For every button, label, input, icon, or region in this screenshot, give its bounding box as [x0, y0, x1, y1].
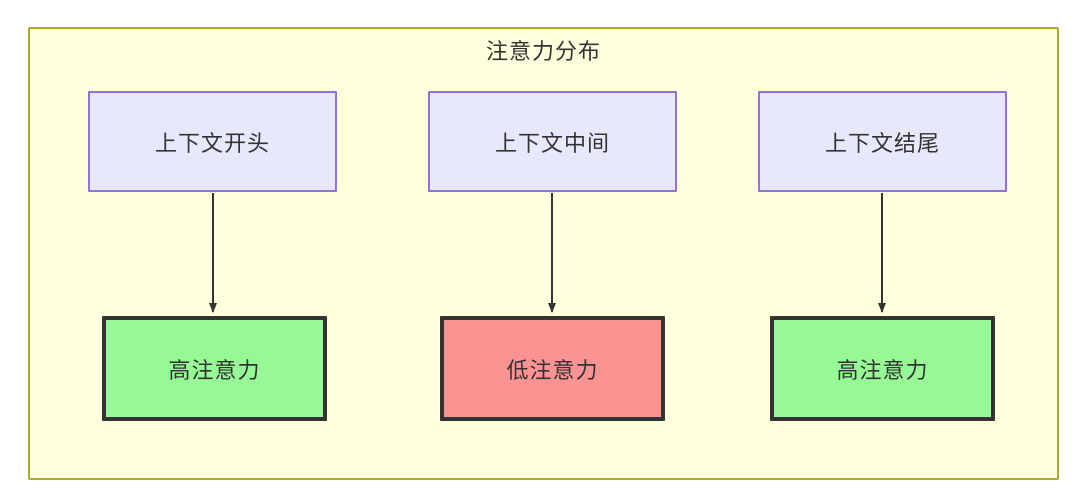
node-attention-high-start[interactable]: 高注意力 — [102, 316, 327, 421]
node-attention-high-end-label: 高注意力 — [836, 357, 929, 383]
subgraph-title: 注意力分布 — [485, 39, 601, 64]
node-attention-high-end[interactable]: 高注意力 — [770, 316, 995, 421]
node-context-start[interactable]: 上下文开头 — [88, 91, 337, 192]
node-context-end[interactable]: 上下文结尾 — [758, 91, 1007, 192]
node-context-middle-label: 上下文中间 — [494, 130, 610, 156]
node-attention-low-middle[interactable]: 低注意力 — [440, 316, 665, 421]
node-context-start-label: 上下文开头 — [154, 130, 270, 156]
node-attention-low-middle-label: 低注意力 — [506, 357, 599, 383]
node-context-middle[interactable]: 上下文中间 — [428, 91, 677, 192]
node-context-end-label: 上下文结尾 — [824, 130, 940, 156]
node-attention-high-start-label: 高注意力 — [168, 357, 261, 383]
